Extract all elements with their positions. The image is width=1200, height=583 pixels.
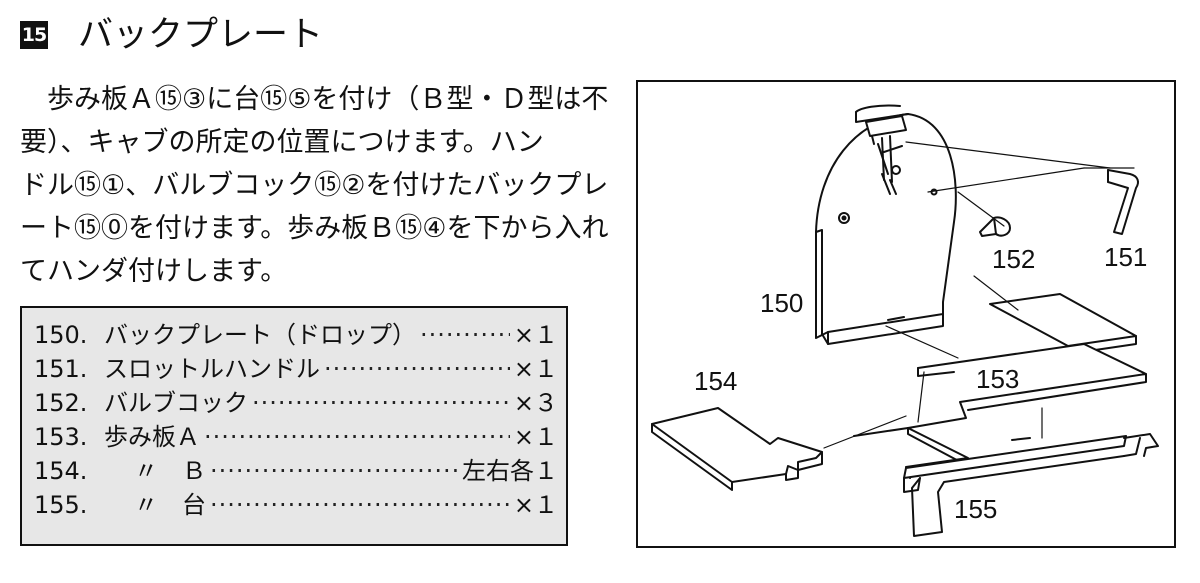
leader-dots: ········································… bbox=[210, 491, 510, 519]
stand-155 bbox=[903, 407, 1159, 537]
part-name: バックプレート（ドロップ） bbox=[104, 321, 416, 349]
leader-dots: ········································… bbox=[252, 389, 510, 417]
plate-fittings bbox=[865, 115, 907, 195]
step-badge: 15 bbox=[20, 21, 48, 49]
part-number: 153. bbox=[34, 423, 88, 451]
instruction-line: 歩み板Ａ⑮③に台⑮⑤を付け（Ｂ型・Ｄ型は不 bbox=[20, 84, 609, 115]
callout-154: 154 bbox=[694, 366, 737, 396]
instruction-line: てハンダ付けします。 bbox=[20, 256, 288, 287]
part-number: 150. bbox=[34, 321, 88, 349]
parts-row: 150. バックプレート（ドロップ） ·····················… bbox=[34, 318, 558, 352]
callout-151: 151 bbox=[1104, 242, 1147, 272]
valve-cock-152 bbox=[930, 188, 1011, 237]
instruction-line: 要）、キャブの所定の位置につけます。ハン bbox=[20, 127, 544, 158]
instruction-line: ート⑮⓪を付けます。歩み板Ｂ⑮④を下から入れ bbox=[20, 213, 609, 244]
throttle-handle-151 bbox=[905, 141, 1139, 235]
instruction-line: ドル⑮①、バルブコック⑮②を付けたバックプレ bbox=[20, 170, 609, 201]
parts-row: 154. 〃 Ｂ ·······························… bbox=[34, 454, 558, 488]
instruction-text: 歩み板Ａ⑮③に台⑮⑤を付け（Ｂ型・Ｄ型は不 要）、キャブの所定の位置につけます。… bbox=[20, 78, 609, 293]
step-plate-b-154 bbox=[651, 407, 907, 491]
part-number: 155. bbox=[34, 491, 88, 519]
part-quantity: ×１ bbox=[513, 491, 558, 519]
leader-dots: ········································… bbox=[210, 457, 458, 485]
assembly-guide-lines bbox=[885, 275, 1019, 423]
part-quantity: ×１ bbox=[513, 321, 558, 349]
leader-dots: ········································… bbox=[204, 423, 510, 451]
part-name: 〃 台 bbox=[134, 491, 206, 519]
part-name: バルブコック bbox=[104, 389, 248, 417]
exploded-diagram: 150 151 152 153 154 155 bbox=[636, 80, 1176, 548]
part-name: 歩み板Ａ bbox=[104, 423, 200, 451]
part-quantity: ×１ bbox=[513, 423, 558, 451]
leader-dots: ········································… bbox=[420, 321, 510, 349]
callout-150: 150 bbox=[760, 288, 803, 318]
callout-153: 153 bbox=[976, 364, 1019, 394]
part-quantity: ×１ bbox=[513, 355, 558, 383]
part-quantity: 左右各１ bbox=[462, 457, 558, 485]
exploded-diagram-drawing: 150 151 152 153 154 155 bbox=[651, 104, 1159, 537]
part-number: 152. bbox=[34, 389, 88, 417]
section-title: バックプレート bbox=[78, 15, 324, 55]
part-quantity: ×３ bbox=[513, 389, 558, 417]
callout-155: 155 bbox=[954, 494, 997, 524]
parts-row: 152. バルブコック ····························… bbox=[34, 386, 558, 420]
back-plate-150 bbox=[815, 104, 957, 345]
callout-152: 152 bbox=[992, 244, 1035, 274]
part-name: スロットルハンドル bbox=[104, 355, 320, 383]
leader-dots: ········································… bbox=[324, 355, 510, 383]
parts-row: 155. 〃 台 ·······························… bbox=[34, 488, 558, 522]
part-number: 151. bbox=[34, 355, 88, 383]
part-number: 154. bbox=[34, 457, 88, 485]
parts-list: 150. バックプレート（ドロップ） ·····················… bbox=[20, 306, 568, 546]
part-name: 〃 Ｂ bbox=[134, 457, 206, 485]
step-plate-a-153 bbox=[853, 293, 1147, 479]
parts-row: 151. スロットルハンドル ·························… bbox=[34, 352, 558, 386]
parts-row: 153. 歩み板Ａ ······························… bbox=[34, 420, 558, 454]
